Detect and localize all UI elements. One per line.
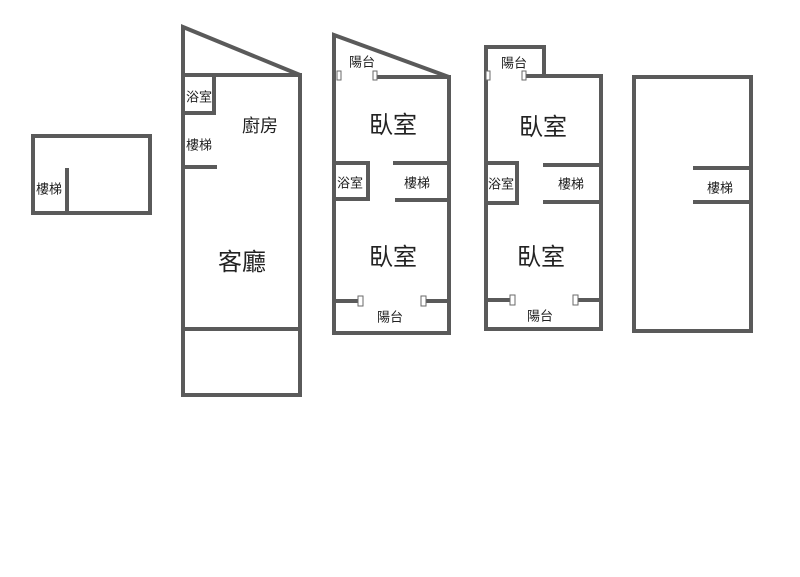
- room-label-bedroom: 臥室: [369, 111, 417, 139]
- plan-floor-2: 陽台 臥室 浴室 樓梯 臥室 陽台: [332, 32, 451, 335]
- wall: [332, 32, 451, 335]
- room-label-stairs: 樓梯: [36, 183, 62, 198]
- room-label-balcony: 陽台: [527, 310, 553, 325]
- room-label-balcony: 陽台: [377, 311, 403, 326]
- room-label-bedroom: 臥室: [517, 243, 565, 271]
- door-mark: [420, 295, 427, 307]
- door-mark: [485, 70, 491, 81]
- room-label-stairs: 樓梯: [404, 177, 430, 192]
- plan-basement: 樓梯: [31, 134, 152, 215]
- plan-floor-3: 陽台 臥室 浴室 樓梯 臥室 陽台: [484, 45, 603, 331]
- door-mark: [521, 70, 527, 81]
- room-label-bedroom: 臥室: [369, 243, 417, 271]
- room-label-kitchen: 廚房: [242, 115, 278, 137]
- room-label-bedroom: 臥室: [519, 113, 567, 141]
- door-mark: [509, 294, 516, 306]
- door-mark: [357, 295, 364, 307]
- door-mark: [372, 70, 378, 81]
- door-mark: [336, 70, 342, 81]
- room-label-stairs: 樓梯: [707, 182, 733, 197]
- wall: [332, 161, 370, 201]
- wall: [181, 73, 216, 115]
- room-label-living-room: 客廳: [218, 248, 266, 276]
- door-mark: [572, 294, 579, 306]
- wall: [484, 161, 519, 205]
- room-label-balcony: 陽台: [501, 57, 527, 72]
- wall: [31, 134, 152, 215]
- room-label-bathroom: 浴室: [488, 177, 514, 193]
- room-label-balcony: 陽台: [349, 56, 375, 71]
- room-label-stairs: 樓梯: [558, 178, 584, 193]
- room-label-stairs: 樓梯: [186, 139, 212, 154]
- plan-floor-1: 浴室 廚房 樓梯 客廳: [181, 24, 302, 397]
- wall: [181, 24, 302, 397]
- room-label-bathroom: 浴室: [186, 90, 212, 106]
- room-label-bathroom: 浴室: [337, 176, 363, 192]
- wall: [484, 45, 603, 331]
- plan-roof: 樓梯: [632, 75, 753, 333]
